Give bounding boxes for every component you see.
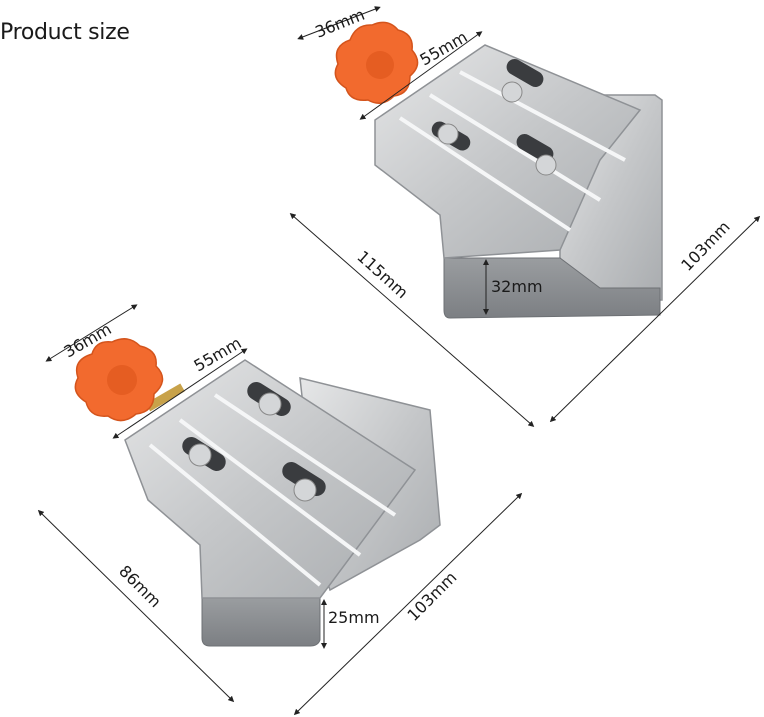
- large-side-b-label: 103mm: [677, 217, 734, 275]
- small-side-a-label: 86mm: [115, 561, 165, 611]
- page-title: Product size: [0, 20, 130, 45]
- small-jaw-height-label: 25mm: [328, 608, 380, 627]
- large-jaw-height-label: 32mm: [491, 277, 543, 296]
- small-side-b-label: 103mm: [403, 568, 460, 625]
